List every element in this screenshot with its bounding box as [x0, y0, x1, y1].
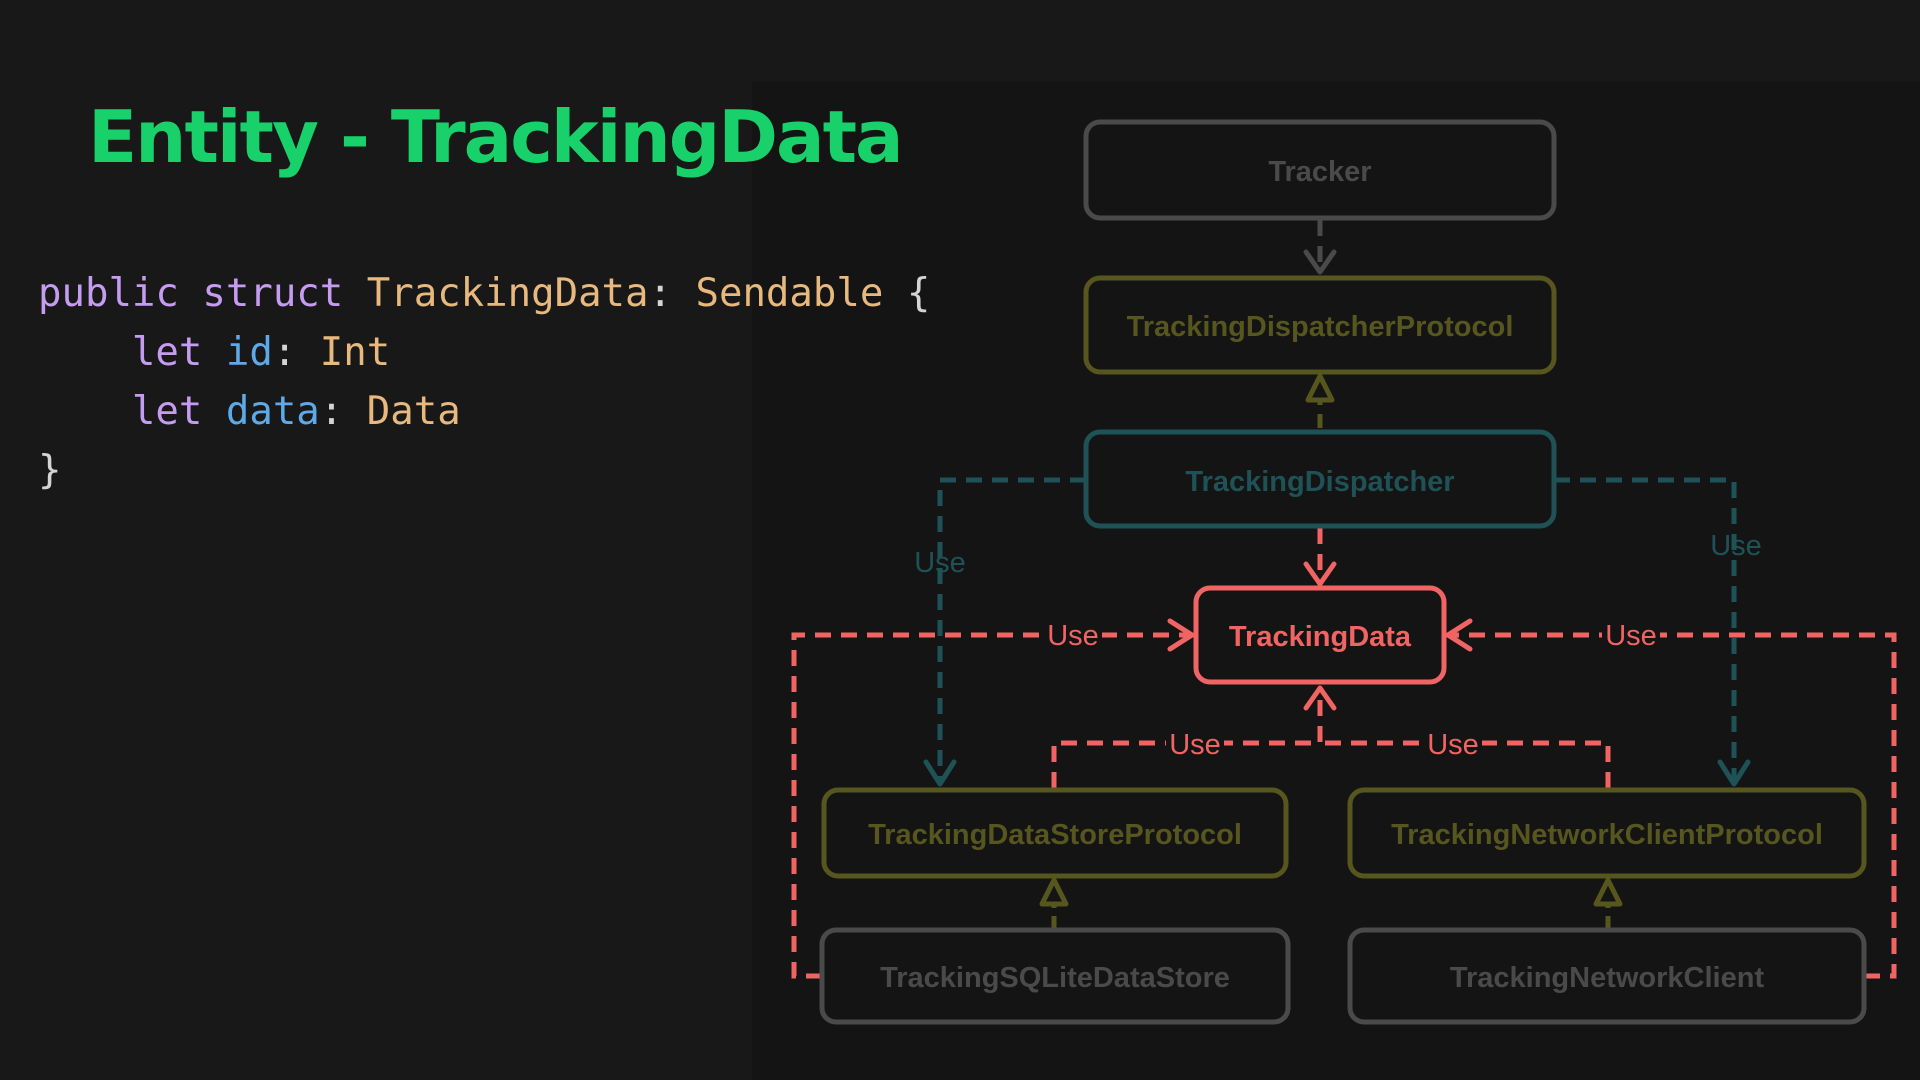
code-line-1: public struct TrackingData: Sendable {: [38, 271, 930, 316]
edge-label-use: Use: [914, 547, 966, 579]
edge-label-use: Use: [1169, 729, 1221, 761]
label-bg: [1602, 614, 1660, 654]
arrowhead-open: [923, 759, 957, 787]
code-keyword: public: [38, 271, 179, 316]
node-dispatcher-protocol: TrackingDispatcherProtocol: [1083, 275, 1557, 375]
code-keyword: let: [131, 330, 203, 375]
node-network-client-protocol: TrackingNetworkClientProtocol: [1347, 787, 1867, 879]
code-punctuation: :: [272, 330, 297, 375]
node-label: TrackingDispatcherProtocol: [1127, 311, 1514, 343]
code-type: TrackingData: [366, 271, 649, 316]
arrowhead-open: [1303, 249, 1337, 275]
edge-sqlite-uses-trackingdata: [791, 632, 1188, 979]
node-network-client: TrackingNetworkClient: [1347, 927, 1867, 1025]
code-block: public struct TrackingData: Sendable { l…: [38, 264, 930, 500]
code-keyword: let: [131, 389, 203, 434]
arrowhead-open: [1717, 759, 1751, 787]
arrowhead-open: [1303, 561, 1337, 587]
node-label: Tracker: [1268, 156, 1371, 188]
code-punctuation: }: [38, 448, 62, 493]
code-type: Sendable: [695, 271, 884, 316]
code-type: Data: [366, 389, 461, 434]
code-punctuation: {: [906, 271, 931, 316]
edge-label-use: Use: [1427, 729, 1479, 761]
arrowhead-triangle: [1039, 877, 1069, 907]
label-bg: [1424, 722, 1482, 762]
code-identifier: id: [225, 330, 273, 375]
node-dispatcher: TrackingDispatcher: [1083, 429, 1557, 529]
code-line-2: let id: Int: [38, 330, 390, 375]
node-label: TrackingDispatcher: [1185, 466, 1454, 498]
arrowhead-triangle: [1305, 373, 1335, 403]
slide-title: Entity - TrackingData: [88, 95, 904, 179]
diagram-panel: [752, 82, 1920, 1080]
node-label: TrackingNetworkClient: [1450, 962, 1765, 994]
code-line-4: }: [38, 448, 61, 493]
edge-networkclient-uses-trackingdata: [1452, 632, 1897, 979]
node-datastore-protocol: TrackingDataStoreProtocol: [821, 787, 1289, 879]
code-type: Int: [319, 330, 391, 375]
edge-dispatcher-uses-datastore-protocol: [937, 477, 1086, 780]
label-bg: [1166, 722, 1224, 762]
arrowhead-open: [1445, 618, 1473, 652]
code-punctuation: :: [319, 389, 344, 434]
edge-dispatcher-uses-network-protocol: [1554, 477, 1737, 780]
arrowhead-open: [1303, 685, 1337, 711]
code-identifier: data: [225, 389, 320, 434]
code-line-3: let data: Data: [38, 389, 461, 434]
edge-label-use: Use: [1710, 530, 1762, 562]
arrowhead-triangle: [1593, 877, 1623, 907]
node-tracking-data: TrackingData: [1193, 585, 1447, 685]
edge-label-use: Use: [1605, 620, 1657, 652]
node-label: TrackingSQLiteDataStore: [880, 962, 1230, 994]
node-tracker: Tracker: [1083, 119, 1557, 221]
code-keyword: struct: [202, 271, 344, 316]
code-punctuation: :: [648, 271, 672, 316]
label-bg: [1044, 614, 1102, 654]
node-label: TrackingDataStoreProtocol: [868, 819, 1242, 851]
edge-label-use: Use: [1047, 620, 1099, 652]
node-label: TrackingData: [1229, 621, 1412, 653]
arrowhead-open: [1167, 618, 1195, 652]
node-label: TrackingNetworkClientProtocol: [1391, 819, 1823, 851]
edge-network-protocol-uses-trackingdata: [1320, 740, 1611, 788]
node-sqlite-datastore: TrackingSQLiteDataStore: [819, 927, 1291, 1025]
